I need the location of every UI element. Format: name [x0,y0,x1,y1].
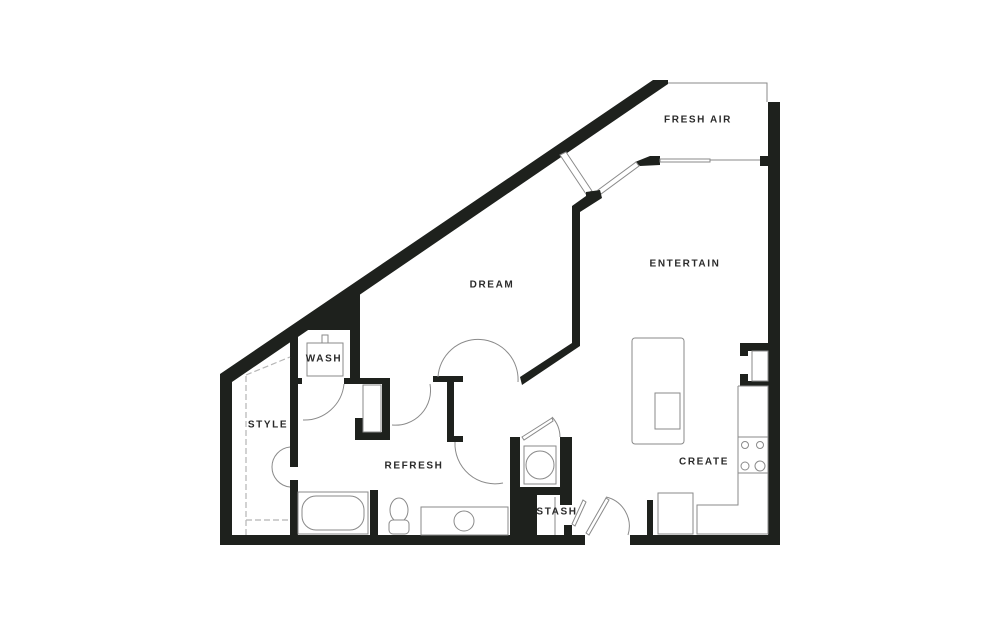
island-sink [654,392,681,430]
sink [453,510,475,532]
left-exterior-wall [220,378,232,545]
room-label-create: CREATE [679,456,729,468]
room-label-wash: WASH [305,353,343,365]
room-label-stash: STASH [536,506,578,518]
wash-bottom-wall-right [344,378,389,384]
tub-wall [370,490,378,540]
balcony-wall-end [760,156,770,166]
right-exterior-wall [768,102,780,545]
bottom-exterior-wall-right [630,535,780,545]
door-swing-mech [551,416,561,438]
door-swing-entry [605,496,630,536]
balcony-wall-segment [635,156,660,166]
room-label-fresh-air: FRESH AIR [664,114,732,126]
room-label-dream: DREAM [469,279,515,291]
kitchen-counter [696,385,769,535]
balcony-railing [668,82,768,102]
sliding-door [659,158,711,163]
door-swing-wash [302,383,345,421]
pantry-wall [740,343,768,356]
room-label-style: STYLE [247,419,289,431]
room-label-refresh: REFRESH [384,460,444,472]
washer-dryer [306,342,344,377]
linen-closet-left [355,418,363,440]
style-closet-wall-upper [290,330,298,467]
window-entertain [597,161,640,195]
door-swing-dream [437,339,519,383]
door-swing-style-upper [271,446,291,468]
linen-closet-wall [382,378,390,440]
pantry [751,350,769,382]
dream-entertain-wall [520,190,602,385]
room-label-entertain: ENTERTAIN [649,258,721,270]
refrigerator [657,492,694,535]
door-swing-refresh [454,441,504,485]
diagonal-exterior-wall [220,80,668,545]
bathroom-partition-foot [447,436,463,442]
stash-block-wall [505,437,572,535]
style-closet-wall-lower [290,480,298,540]
door-swing-style-lower [271,466,291,488]
toilet [389,497,409,523]
kitchen-stub-wall [647,500,653,538]
linen-closet-bottom [355,432,390,440]
bathroom-partition-vertical [447,376,454,442]
pantry-wall-lower [740,374,768,387]
wall-corner-wash [300,290,360,383]
linen-shelf [362,384,382,433]
bottom-exterior-wall-left [220,535,585,545]
window-dream [559,151,593,195]
door-swing-hall [391,383,432,426]
